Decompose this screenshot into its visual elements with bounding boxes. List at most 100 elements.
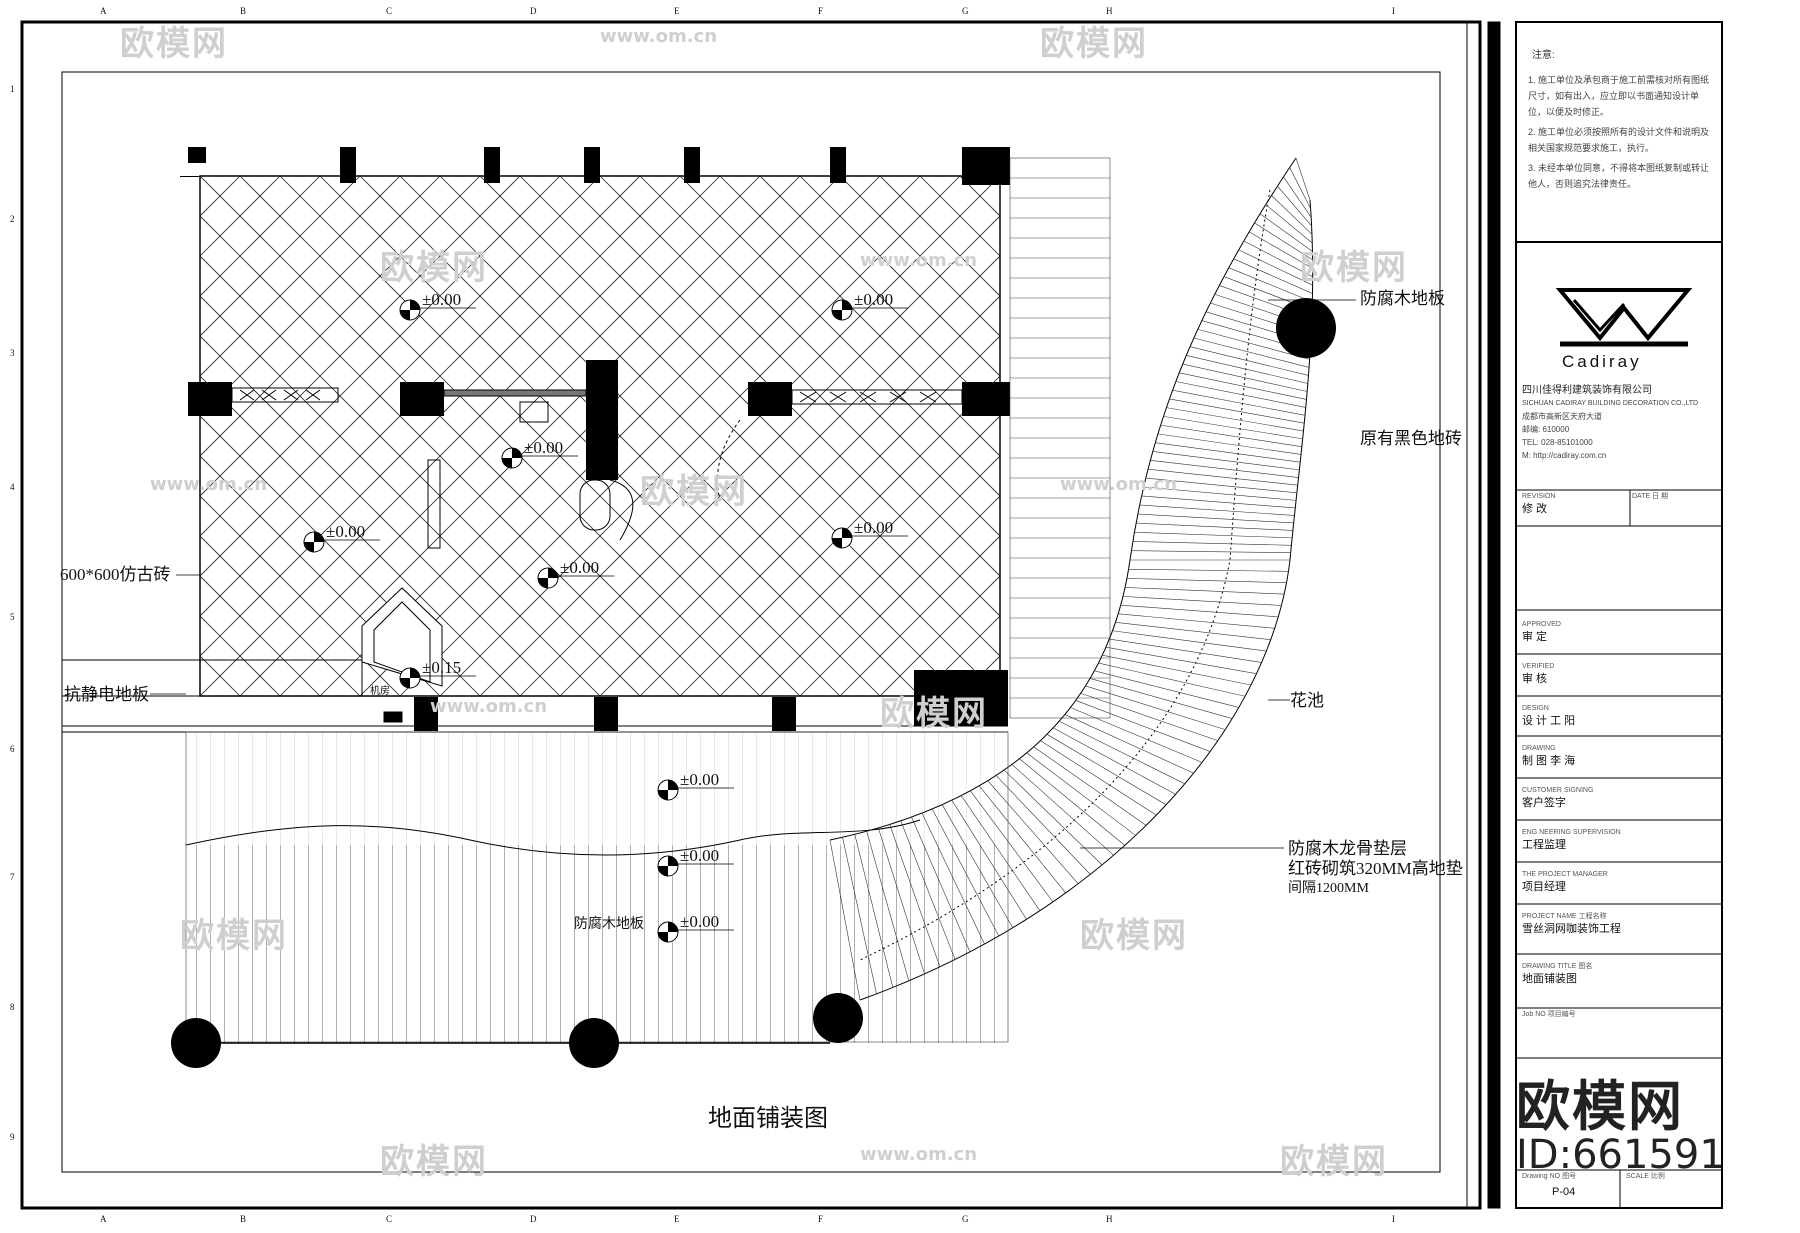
drawing-number-label: Drawing NO 图号 — [1522, 1173, 1577, 1180]
curved-planter — [829, 157, 1314, 1001]
watermark-brand: 欧模网 — [1300, 248, 1408, 288]
grid-label: C — [386, 1214, 392, 1224]
watermark-brand: 欧模网 — [120, 24, 228, 64]
drawing-number-value: P-04 — [1552, 1186, 1576, 1198]
elevation-marker: ±0.00 — [657, 770, 734, 801]
company-info: 四川佳得利建筑装饰有限公司 SICHUAN CADIRAY BUILDING D… — [1522, 384, 1718, 462]
row-label-en: APPROVED — [1522, 621, 1561, 628]
grid-label: 4 — [10, 482, 15, 492]
elevation-marker: ±0.15 — [399, 658, 476, 689]
label-keel-3: 间隔1200MM — [1288, 880, 1369, 896]
drawing-number-cell: Drawing NO 图号 P-04 — [1522, 1172, 1718, 1200]
note-item: 1. 施工单位及承包商于施工前需核对所有图纸尺寸，如有出入，应立即以书面通知设计… — [1528, 75, 1710, 117]
watermark-url: www.om.cn — [860, 250, 978, 271]
grid-label: 5 — [10, 612, 15, 622]
label-keel-2: 红砖砌筑320MM高地垫 — [1288, 859, 1463, 878]
grid-label: H — [1106, 1214, 1113, 1224]
row-label-en: ENG NEERING SUPERVISION — [1522, 829, 1621, 836]
label-keel-1: 防腐木龙骨垫层 — [1288, 839, 1407, 858]
watermark-url: www.om.cn — [150, 474, 268, 495]
elevation-label: ±0.00 — [326, 522, 365, 541]
row-value: 修 改 — [1522, 503, 1548, 515]
label-planter: 花池 — [1290, 691, 1324, 710]
elevation-label: ±0.00 — [854, 290, 893, 309]
watermark-brand: 欧模网 — [880, 694, 988, 734]
row-value: 制 图 李 海 — [1522, 755, 1576, 767]
grid-label: 7 — [10, 872, 15, 882]
drawing-labels: 600*600仿古砖 抗静电地板 机房 防腐木地板 原有黑色地砖 花池 防腐木地… — [60, 289, 1463, 1132]
row-label-en: THE PROJECT MANAGER — [1522, 871, 1608, 878]
elevation-label: ±0.00 — [680, 912, 719, 931]
title-block-row: PROJECT NAME 工程名称雪丝洞网咖装饰工程 — [1522, 912, 1718, 936]
grid-label: 6 — [10, 744, 15, 754]
tree-markers — [171, 298, 1336, 1068]
watermark-brand: 欧模网 — [180, 916, 288, 956]
label-black-tile: 原有黑色地砖 — [1360, 429, 1462, 448]
company-line-1: 成都市高新区天府大道 — [1522, 412, 1602, 421]
row-label-en: DRAWING TITLE 图名 — [1522, 963, 1593, 970]
company-name-en: SICHUAN CADIRAY BUILDING DECORATION CO.,… — [1522, 400, 1699, 407]
row-value: 工程监理 — [1522, 839, 1566, 851]
note-item: 3. 未经本单位同意，不得将本图纸复制或转让他人，否则追究法律责任。 — [1528, 163, 1710, 189]
grid-label: A — [100, 1214, 107, 1224]
elevation-label: ±0.00 — [854, 518, 893, 537]
grid-label: A — [100, 6, 107, 16]
row-label-en: CUSTOMER SIGNING — [1522, 787, 1594, 794]
grid-label: I — [1392, 1214, 1395, 1224]
company-line-4: M: http://cadiray.com.cn — [1522, 451, 1607, 460]
elevation-markers: ±0.00 ±0.00 ±0.00 ±0.00 ±0.00 ±0.00 ±0.15 ±0.00… — [303, 290, 908, 943]
grid-label: B — [240, 6, 246, 16]
row-extra: DATE 日 期 — [1632, 493, 1669, 500]
elevation-marker: ±0.00 — [831, 290, 908, 321]
label-deck-right: 防腐木地板 — [1360, 289, 1445, 308]
label-antistatic: 抗静电地板 — [64, 685, 149, 704]
row-value: 客户签字 — [1522, 797, 1566, 809]
note-item: 2. 施工单位必须按照所有的设计文件和说明及相关国家规范要求施工，执行。 — [1528, 127, 1710, 153]
elevation-marker: ±0.00 — [399, 290, 476, 321]
elevation-marker: ±0.00 — [657, 846, 734, 877]
grid-label: 9 — [10, 1132, 15, 1142]
grid-label: B — [240, 1214, 246, 1224]
row-label-en: REVISION — [1522, 493, 1556, 500]
grid-label: D — [530, 1214, 537, 1224]
leader-lines — [150, 299, 1356, 849]
title-block-row: Job NO 项目编号 — [1522, 1010, 1718, 1020]
grid-label: G — [962, 1214, 969, 1224]
grid-label: F — [818, 6, 823, 16]
row-value: 审 核 — [1522, 673, 1548, 685]
grid-label: F — [818, 1214, 823, 1224]
title-block-row: REVISION 修 改 DATE 日 期 — [1522, 492, 1718, 516]
partition-walls — [231, 387, 963, 549]
company-logo-text: Cadiray — [1562, 352, 1642, 371]
grid-label: 2 — [10, 214, 15, 224]
elevation-label: ±0.15 — [422, 658, 461, 677]
grid-label: D — [530, 6, 537, 16]
grid-label: H — [1106, 6, 1113, 16]
watermark-url: www.om.cn — [860, 1144, 978, 1165]
notes-heading: 注意: — [1532, 50, 1555, 61]
watermark-url: www.om.cn — [430, 696, 548, 717]
elevation-marker: ±0.00 — [657, 912, 734, 943]
watermark-brand: 欧模网 — [1280, 1142, 1388, 1182]
grid-label: G — [962, 6, 969, 16]
grid-label: 8 — [10, 1002, 15, 1012]
elevation-marker: ±0.00 — [537, 558, 614, 589]
exterior-deck-right — [1009, 157, 1111, 719]
scale-cell: SCALE 比例 — [1626, 1172, 1716, 1182]
label-tile: 600*600仿古砖 — [60, 565, 171, 584]
row-label-en: Job NO 项目编号 — [1522, 1011, 1576, 1018]
inner-border — [61, 71, 1441, 1173]
grid-label: C — [386, 6, 392, 16]
title-block-row: DRAWING TITLE 图名地面铺装图 — [1522, 962, 1718, 986]
row-value: 地面铺装图 — [1522, 973, 1577, 985]
watermark-id: ID:661591 — [1516, 1132, 1725, 1178]
title-block-frame — [1487, 21, 1723, 1209]
grid-label: 1 — [10, 84, 15, 94]
